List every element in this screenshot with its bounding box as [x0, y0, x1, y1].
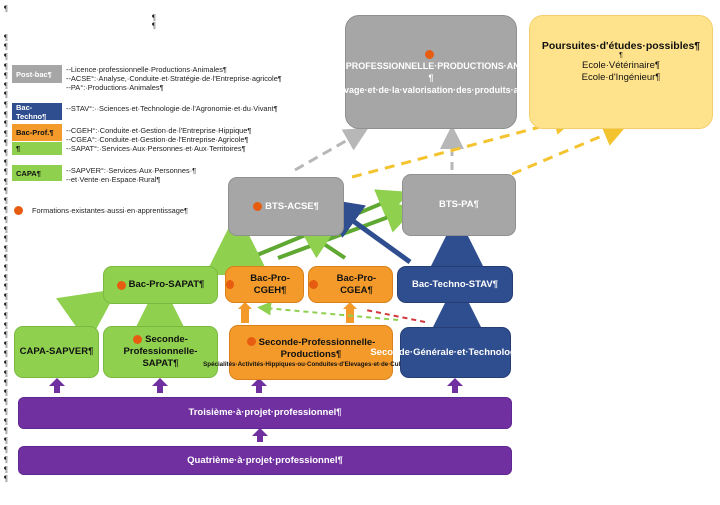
bac-sapat-label: Bac-Pro-SAPAT¶ — [128, 279, 205, 290]
bac-cgeh-box: Bac-Pro-CGEH¶ — [225, 266, 304, 303]
apprentissage-dot-icon — [14, 206, 23, 215]
arrow-sgt-cgeh — [257, 301, 399, 321]
arrow-prod-cgea-head — [343, 302, 357, 309]
bts-acse-box: BTS-ACSE¶ — [228, 177, 344, 236]
legend-bacpro-chip: Bac-Prof.¶ — [12, 124, 62, 141]
bac-cgeh-dot-icon — [226, 280, 235, 289]
quatrieme-box: Quatrième·à·projet·professionnel¶ — [18, 446, 512, 475]
bts-acse-dot-icon — [253, 202, 263, 211]
poursuites-pilcrow: ¶ — [619, 52, 623, 59]
bts-pa-box: BTS-PA¶ — [402, 174, 516, 236]
legend-bactechno-chip: Bac-Techno¶ — [12, 103, 62, 121]
arrow-cgea-acse — [298, 227, 347, 260]
legend-capa-text: --SAPVER°:·Services·Aux·Personnes·¶ --et… — [66, 166, 197, 184]
bac-cgea-box: Bac-Pro-CGEA¶ — [308, 266, 393, 303]
seconde-prod-box: Seconde-Professionnelle-Productions¶ Spé… — [203, 325, 419, 380]
arrow-stav-acse — [321, 198, 412, 265]
seconde-gt-label: Seconde·Générale·et·Technologique¶ — [370, 346, 541, 358]
bts-acse-label: BTS-ACSE¶ — [265, 200, 319, 212]
troisieme-label: Troisième·à·projet·professionnel¶ — [188, 407, 342, 418]
bac-cgea-label: Bac-Pro-CGEA¶ — [336, 272, 377, 296]
legend-bacpro-chip2: ¶ — [12, 142, 62, 155]
arrow-prod-cgeh-head — [238, 302, 252, 309]
arrow-pa-poursuites — [511, 123, 628, 176]
troisieme-box: Troisième·à·projet·professionnel¶ — [18, 397, 512, 429]
capa-sapver-label: CAPA-SAPVER¶ — [19, 346, 94, 357]
top-pilcrows: ¶ ¶ — [152, 13, 156, 30]
legend-bactechno-text: --STAV°:··Sciences·et·Technologie·de·l'A… — [66, 104, 278, 113]
bts-pa-label: BTS-PA¶ — [439, 199, 479, 210]
legend-postbac-chip: Post-bac¶ — [12, 65, 62, 83]
poursuites-title: Poursuites·d'études·possibles¶ — [541, 40, 701, 52]
capa-sapver-box: CAPA-SAPVER¶ — [14, 326, 99, 378]
licence-box: LICENCE·PROFESSIONNELLE·PRODUCTIONS·ANIM… — [252, 15, 610, 129]
seconde-gt-box: Seconde·Générale·et·Technologique¶ — [370, 327, 541, 378]
seconde-sapat-box: Seconde-Professionnelle-SAPAT¶ — [103, 326, 218, 378]
margin-pilcrows: ¶ ¶ ¶ ¶ ¶ ¶ ¶ ¶ ¶ ¶ ¶ ¶ ¶ ¶ ¶ ¶ ¶ ¶ ¶ ¶ … — [4, 4, 8, 484]
bac-sapat-box: Bac-Pro-SAPAT¶ — [103, 266, 218, 304]
legend-apprentissage-text: Formations·existantes·aussi·en·apprentis… — [32, 206, 188, 215]
legend-bacpro-text: --CGEH°:·Conduite·et·Gestion·de·l'Entrep… — [66, 126, 252, 153]
legend-capa-chip: CAPA¶ — [12, 165, 62, 181]
licence-title-row: LICENCE·PROFESSIONNELLE·PRODUCTIONS·ANIM… — [303, 48, 559, 72]
legend-apprentissage: Formations·existantes·aussi·en·apprentis… — [14, 206, 188, 215]
bac-sapat-dot-icon — [116, 280, 126, 290]
licence-pilcrow: ¶ — [428, 73, 434, 83]
bac-cgea-dot-icon — [309, 280, 318, 289]
seconde-prod-title-row: Seconde-Professionnelle-Productions¶ — [238, 337, 384, 361]
bac-stav-box: Bac-Techno-STAV¶ — [397, 266, 513, 303]
poursuites-box: Poursuites·d'études·possibles¶ ¶ Ecole·V… — [529, 15, 713, 129]
seconde-sapat-dot-icon — [133, 334, 143, 344]
quatrieme-label: Quatrième·à·projet·professionnel¶ — [187, 454, 343, 466]
arrow-sgt-cgea — [365, 309, 426, 323]
legend-postbac-text: --Licence·professionnelle·Productions·An… — [66, 65, 282, 92]
seconde-prod-title: Seconde-Professionnelle-Productions¶ — [258, 336, 376, 360]
arrow-acse-licence — [294, 128, 369, 172]
licence-dot-icon — [425, 50, 434, 60]
bac-cgeh-label: Bac-Pro-CGEH¶ — [250, 272, 290, 296]
arrow-acse-poursuites — [351, 111, 578, 179]
poursuites-veterinaire: Ecole·Vétérinaire¶ — [582, 60, 660, 71]
arrow-capa-sapat — [55, 288, 118, 345]
seconde-prod-dot-icon — [246, 337, 256, 347]
purple-arrows — [49, 378, 463, 442]
licence-subtitle: Métiers·du·suivi·d'élevage·et·de·la·valo… — [251, 85, 611, 95]
licence-title: LICENCE·PROFESSIONNELLE·PRODUCTIONS·ANIM… — [303, 61, 559, 71]
seconde-sapat-label: Seconde-Professionnelle-SAPAT¶ — [123, 334, 198, 369]
seconde-prod-sub: Spécialités·Activités·Hippiques·ou·Condu… — [203, 360, 419, 368]
bac-stav-label: Bac-Techno-STAV¶ — [411, 278, 499, 290]
poursuites-ingenieur: Ecole·d'Ingénieur¶ — [581, 72, 661, 83]
